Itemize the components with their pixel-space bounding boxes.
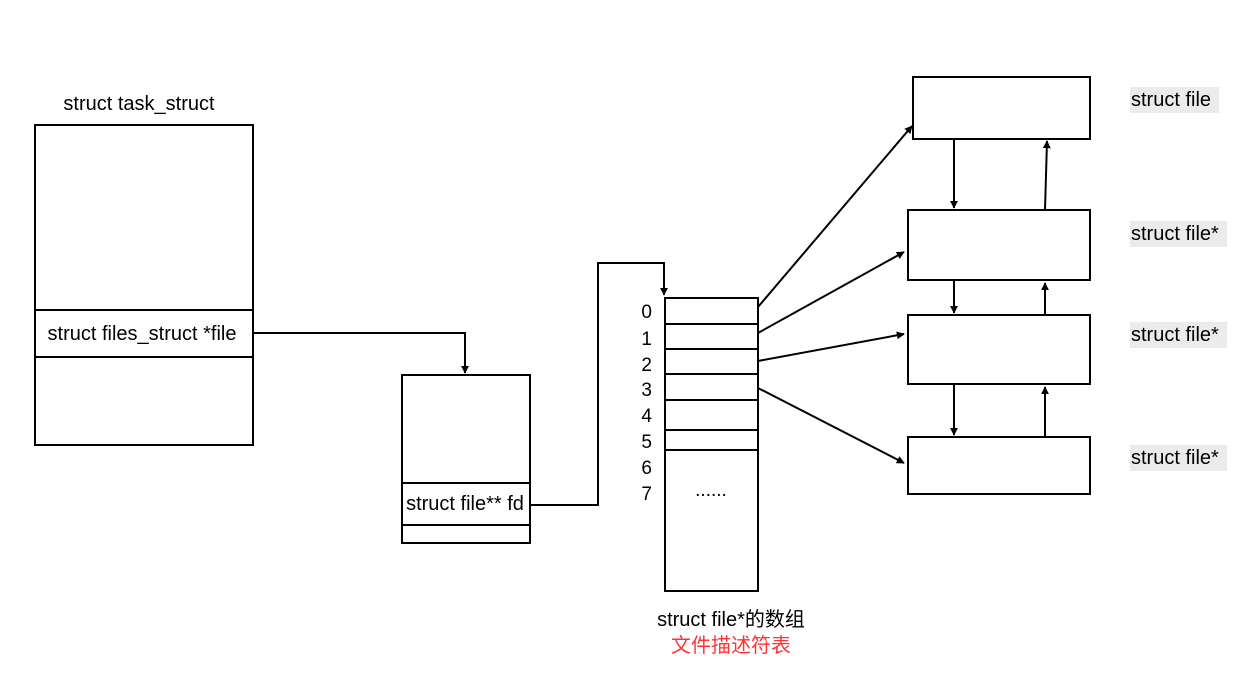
file-label: struct file*: [1131, 324, 1219, 346]
fd-index: 2: [641, 355, 652, 376]
file-node-box: [907, 209, 1091, 281]
fd-index: 1: [641, 329, 652, 350]
file-label: struct file*: [1131, 223, 1219, 245]
fd-table-caption: 文件描述符表: [671, 634, 791, 657]
file-label: struct file: [1131, 89, 1211, 111]
fd-index: 6: [641, 458, 652, 479]
fd-field: [401, 482, 531, 526]
fd-array-block: 0 1 2 3 4 5 6 7 ...... struct file*的数组 文…: [641, 297, 805, 657]
fd-array-box: [664, 297, 759, 592]
file-label-highlight: [1130, 445, 1227, 471]
fd-index: 4: [641, 406, 652, 427]
files-struct-pointer-label: struct files_struct *file: [48, 323, 237, 345]
file-node-box: [912, 76, 1091, 140]
task-struct-box: [34, 124, 254, 446]
file-label-highlight: [1130, 87, 1219, 113]
arrow-list-prev: [1042, 140, 1051, 211]
arrow-fd0-to-file: [757, 125, 913, 308]
fd-index: 5: [641, 432, 652, 453]
fd-index: 7: [641, 484, 652, 505]
fd-field-label: struct file** fd: [406, 493, 524, 515]
arrow-fd2-to-file: [757, 331, 905, 362]
arrow-fd1-to-file: [757, 251, 905, 334]
fd-array-caption: struct file*的数组: [657, 608, 805, 631]
files-struct-block: struct file** fd: [401, 374, 531, 544]
file-label: struct file*: [1131, 447, 1219, 469]
task-struct-title: struct task_struct: [63, 93, 215, 115]
file-node-box: [907, 436, 1091, 495]
file-node-box: [907, 314, 1091, 385]
arrow-fd3-to-file: [757, 387, 905, 464]
file-label-highlight: [1130, 221, 1227, 247]
task-struct-block: struct task_struct struct files_struct *…: [34, 93, 254, 446]
arrow-fd-to-array: [530, 262, 668, 506]
fd-index: 3: [641, 380, 652, 401]
fd-index: 0: [641, 302, 652, 323]
arrow-task-to-files-struct: [253, 332, 469, 374]
file-label-highlight: [1130, 322, 1227, 348]
fd-array-ellipsis: ......: [695, 480, 727, 501]
files-struct-pointer-field: [34, 309, 254, 358]
